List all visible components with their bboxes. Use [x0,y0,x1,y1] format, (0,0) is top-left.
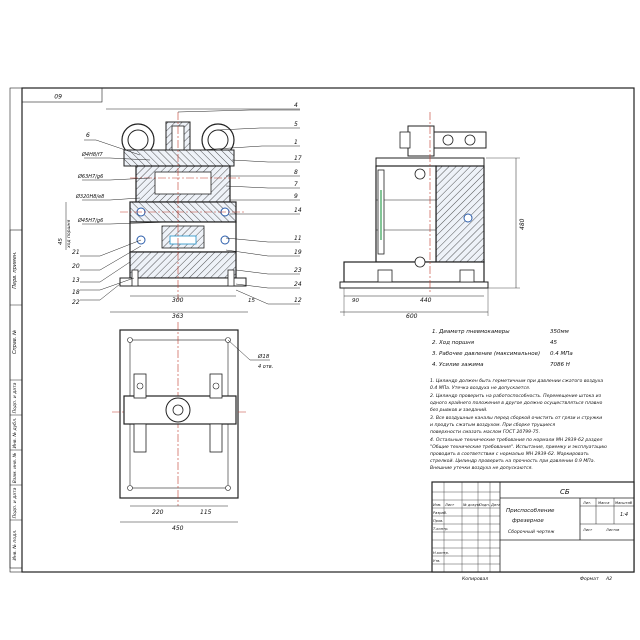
tb-row-doc: № докум. [462,503,481,507]
dim-hole-count: 4 отв. [258,364,273,370]
dim-450: 450 [172,525,184,532]
spec-2-text: 2. Ход поршня [432,340,475,346]
dim-363: 363 [172,313,184,320]
dim-15: 15 [248,298,255,304]
dim-480: 480 [519,218,526,230]
callout-12: 12 [294,297,302,304]
spec-list: 1. Диаметр пневмокамеры 350мм 2. Ход пор… [432,329,573,368]
tb-role-tkontr: Т.контр. [433,527,449,531]
tb-row-list: Лист [444,503,455,507]
dim-hole-18: Ø18 [257,353,270,360]
callout-9: 9 [294,193,298,200]
top-left-stamp: 60 [21,87,103,103]
spec-4-text: 4. Усилие зажима [432,362,484,368]
tech-notes: 1. Цилиндр должен быть герметичным при д… [430,378,607,471]
tb-role-utv: Утв. [433,559,441,563]
front-view: 6 Ø4H8/f7 Ø63H7/g6 Ø320H8/e8 Ø45H7/g6 21… [58,102,302,320]
tb-name-3: Сборочный чертеж [508,529,555,535]
dim-stroke-label: ход поршня [67,219,72,249]
dim-stroke-45: 45 [58,238,64,245]
note-line-12: стрелкой. Цилиндр проверить на прочность… [430,458,595,464]
top-stamp-text: 60 [54,92,62,99]
note-line-13: Внешние утечки воздуха не допускаются. [430,465,533,471]
tb-role-nkontr: Н.контр. [433,551,449,555]
plan-view: Ø18 4 отв. 220 115 450 [112,322,273,532]
note-line-10: "Общие технические требования". Испытани… [430,444,607,450]
callout-23: 23 [294,267,302,274]
footer-format: Формат [580,576,599,582]
footer-copy: Копировал [462,576,488,582]
tb-mass: Масса [598,501,609,505]
callout-14: 14 [294,207,302,214]
tb-sheets: Листов [605,528,619,532]
side-strip-label-6: Подп. и дата [12,487,18,518]
note-line-1: 1. Цилиндр должен быть герметичным при д… [430,378,603,384]
side-view: 480 440 600 90 [339,112,526,320]
side-strip-label-3: Подп. и дата [12,382,18,413]
note-line-5: без рывков и заеданий. [430,407,488,413]
callout-11: 11 [294,235,302,242]
side-strip-label-2: Справ. № [12,330,18,354]
spec-2-value: 45 [550,340,557,346]
callout-19: 19 [294,249,302,256]
title-block: Изм. Лист № докум. Подп. Дата Разраб. Пр… [431,481,635,573]
callout-fit-4: Ø4H8/f7 [81,151,104,158]
side-strip: Перв. примен. Справ. № Подп. и дата Инв.… [9,229,23,569]
tb-lit: Лит. [582,501,591,505]
tb-name-2: фрезерное [512,518,544,524]
callout-fit-320: Ø320H8/e8 [75,193,104,200]
side-strip-label-4: Инв. № дубл. [12,418,18,449]
spec-1-value: 350мм [550,329,569,335]
spec-1-text: 1. Диаметр пневмокамеры [432,329,510,335]
spec-4-value: 7086 Н [550,362,570,368]
dim-600: 600 [406,313,418,320]
tb-role-prov: Пров. [433,519,443,523]
side-strip-label-1: Перв. примен. [12,251,18,289]
callout-21: 21 [72,249,80,256]
spec-3-text: 3. Рабочее давление (максимальное) [432,351,540,357]
callout-24: 24 [294,281,302,288]
callout-13: 13 [72,277,80,284]
side-strip-label-7: Инв. № подл. [12,529,18,560]
dim-90: 90 [352,298,359,304]
callout-5: 5 [294,121,298,128]
note-line-6: 3. Все воздушные каналы перед сборкой оч… [430,415,602,421]
tb-row-date: Дата [490,503,500,507]
dim-440: 440 [420,297,432,304]
callout-20: 20 [72,263,80,270]
callout-fit-63: Ø63H7/g6 [77,173,103,180]
note-line-9: 4. Остальные технические требования по н… [430,437,603,443]
note-line-4: одного крайнего положения в другое должн… [430,400,602,406]
dim-115: 115 [200,509,212,516]
note-line-8: поверхности смазать маслом ГОСТ 20799-75… [430,429,540,435]
note-line-7: и продуть сжатым воздухом. При сборке тр… [430,422,555,428]
dim-220: 220 [152,509,164,516]
note-line-2: 0.4 МПа. Утечка воздуха не допускается. [430,385,530,391]
tb-scale-value: 1:4 [620,512,628,518]
callout-4: 4 [294,102,298,109]
tb-name-1: Приспособление [506,508,555,514]
tb-row-izm: Изм. [433,503,441,507]
note-line-3: 2. Цилиндр проверить на работоспособност… [430,393,602,399]
callout-8: 8 [294,169,298,176]
callout-fit-45: Ø45H7/g6 [77,217,103,224]
dim-300: 300 [172,297,184,304]
tb-code: СБ [560,488,570,496]
note-line-11: проводить в соответствии с нормалью МН 2… [430,451,589,457]
footer-format-value: А2 [605,576,612,582]
callout-6: 6 [86,132,90,139]
tb-row-podp: Подп. [479,503,490,507]
spec-3-value: 0.4 МПа [550,351,573,357]
callout-22: 22 [72,299,80,306]
callout-18: 18 [72,289,80,296]
callout-7: 7 [294,181,298,188]
callout-1: 1 [294,139,298,146]
callout-17: 17 [294,155,302,162]
tb-sheet: Лист [582,528,593,532]
tb-role-razrab: Разраб. [433,511,447,515]
side-strip-label-5: Взам. инв. № [12,452,18,483]
tb-scale: Масштаб [615,501,633,505]
